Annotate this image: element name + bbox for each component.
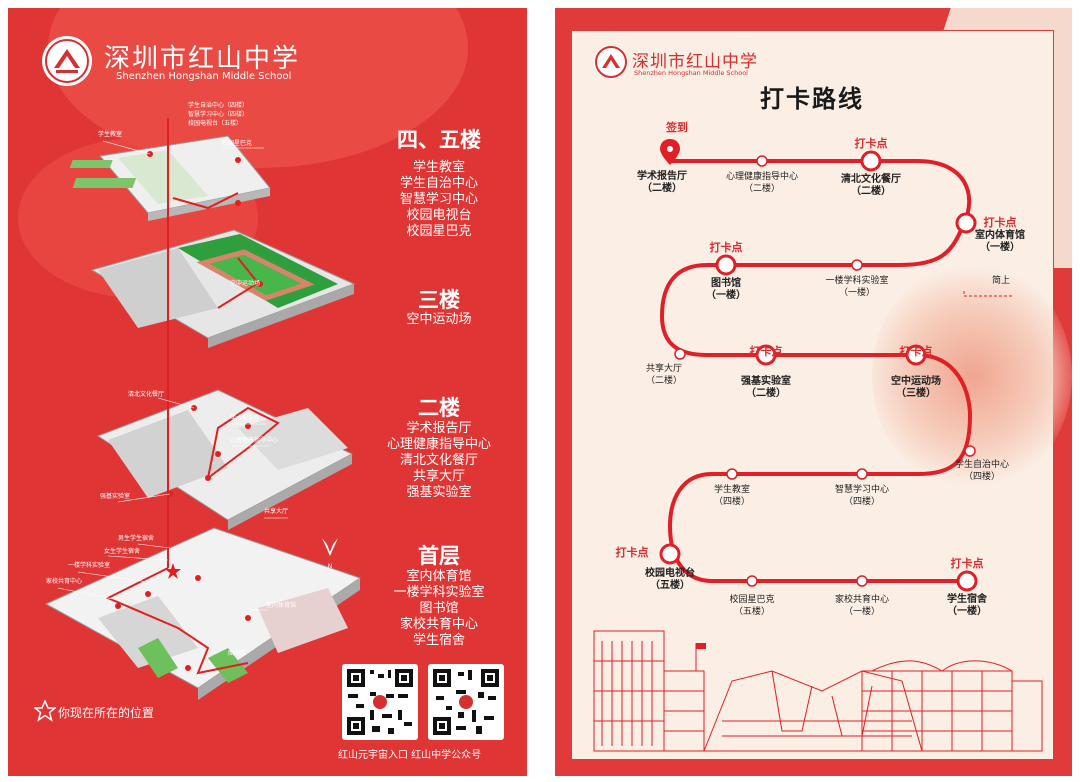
floor-1-plate	[44, 527, 362, 700]
flag-icon	[695, 643, 706, 671]
checkpoint-label: 打卡点	[615, 546, 649, 559]
iso-label: 女生学生宿舍	[104, 548, 141, 555]
checkin-route-panel: 深圳市红山中学 Shenzhen Hongshan Middle School …	[555, 8, 1072, 776]
route-dots	[115, 151, 263, 671]
school-name-en: Shenzhen Hongshan Middle School	[116, 71, 292, 82]
stop-label: 校园星巴克（五楼）	[729, 595, 775, 617]
stop-label: 校园电视台（五楼）	[645, 568, 695, 591]
floor-title: 三楼	[418, 288, 460, 312]
stop-label: 强基实验室（二楼）	[741, 376, 791, 399]
start-pin-icon	[660, 139, 680, 165]
school-logo	[594, 45, 628, 79]
stop-label: 智慧学习中心（四楼）	[834, 485, 889, 507]
checkpoint-label: 打卡点	[854, 137, 888, 150]
stop-label: 空中运动场（三楼）	[891, 376, 941, 399]
stop-label: 学术报告厅（二楼）	[637, 171, 687, 194]
page-title: 打卡路线	[760, 85, 864, 113]
svg-text:N: N	[328, 563, 333, 570]
iso-label: 清北文化餐厅	[128, 391, 165, 398]
iso-label: 学生教室	[98, 131, 123, 138]
you-are-here-label: 你现在所在的位置	[58, 706, 155, 720]
qr-code-metaverse[interactable]	[342, 664, 418, 740]
qr-code-wechat[interactable]	[428, 664, 504, 740]
iso-label: 学术报告厅	[230, 415, 261, 422]
iso-label: 家校共育中心	[46, 578, 83, 585]
iso-label: 一楼学科实验室	[68, 562, 111, 569]
stop-label: 学生宿舍（一楼）	[947, 594, 987, 617]
stop-label: 学生教室（四楼）	[713, 485, 750, 507]
route-stop-dots	[674, 155, 976, 587]
stair-dashed-line	[963, 291, 1012, 297]
checkpoint-dots	[659, 150, 978, 592]
school-name-cn: 深圳市红山中学	[632, 52, 758, 72]
school-building-illustration	[593, 630, 1043, 752]
floor-list: 空中运动场	[406, 312, 472, 327]
checkpoint-label: 打卡点	[899, 345, 933, 358]
floor-title: 四、五楼	[397, 128, 481, 152]
floor-title: 二楼	[418, 396, 460, 420]
building-isometric-illustration: N	[44, 118, 362, 700]
stop-label: 学生自治中心（四楼）	[954, 460, 1009, 482]
school-logo	[42, 36, 92, 86]
stop-label: 清北文化餐厅（二楼）	[841, 174, 901, 197]
stop-label: 图书馆（一楼）	[706, 278, 746, 301]
iso-label: 学生自治中心（四楼）	[188, 102, 249, 109]
stop-label: 心理健康指导中心（二楼）	[725, 172, 798, 194]
iso-label: 强基实验室	[100, 493, 131, 500]
floor-list: 室内体育馆一楼学科实验室图书馆家校共育中心学生宿舍	[393, 569, 485, 648]
checkpoint-label: 打卡点	[709, 241, 743, 254]
iso-label: 校园电视台（五楼）	[188, 120, 243, 127]
compass-icon: N	[322, 538, 338, 570]
iso-label: 校园星巴克	[222, 140, 253, 147]
route-card: 深圳市红山中学 Shenzhen Hongshan Middle School …	[571, 30, 1072, 760]
floor-2-plate	[96, 389, 354, 530]
floor-3-plate	[90, 229, 356, 348]
checkin-route-map	[593, 139, 1043, 752]
checkpoint-label: 打卡点	[983, 216, 1017, 229]
iso-label: 心理健康指导中心	[230, 437, 279, 444]
qr-caption: 红山元宇宙入口 红山中学公众号	[338, 750, 482, 761]
you-are-here-star-marker	[165, 563, 181, 579]
iso-label: 智慧学习中心（四楼）	[188, 111, 249, 118]
floor-list: 学术报告厅心理健康指导中心清北文化餐厅共享大厅强基实验室	[386, 421, 491, 500]
floor-list: 学生教室学生自治中心智慧学习中心校园电视台校园星巴克	[399, 160, 478, 239]
stop-label: 家校共育中心（一楼）	[834, 595, 889, 617]
checkpoint-label: 打卡点	[950, 557, 984, 570]
checkpoint-label: 打卡点	[749, 345, 783, 358]
iso-label: 图书馆	[228, 650, 247, 657]
iso-label: 室内体育馆	[266, 602, 297, 609]
stop-label: 室内体育馆（一楼）	[975, 230, 1025, 253]
floor-guide-panel: 深圳市红山中学 Shenzhen Hongshan Middle School	[8, 8, 527, 776]
start-label: 签到	[666, 121, 688, 134]
school-name-cn: 深圳市红山中学	[104, 44, 301, 74]
floor-4-5-plate	[69, 135, 271, 221]
iso-label: 男生学生宿舍	[118, 535, 155, 542]
star-icon	[32, 699, 58, 722]
stair-label: 简上	[992, 276, 1011, 286]
floor-title: 首层	[418, 544, 460, 568]
iso-label: 共享大厅	[264, 508, 289, 515]
school-name-en: Shenzhen Hongshan Middle School	[634, 69, 748, 77]
iso-label: 空中运动场	[230, 280, 261, 287]
label-leaders	[57, 140, 288, 611]
stop-label: 一楼学科实验室（一楼）	[825, 276, 889, 298]
stop-label: 共享大厅（二楼）	[645, 364, 682, 386]
